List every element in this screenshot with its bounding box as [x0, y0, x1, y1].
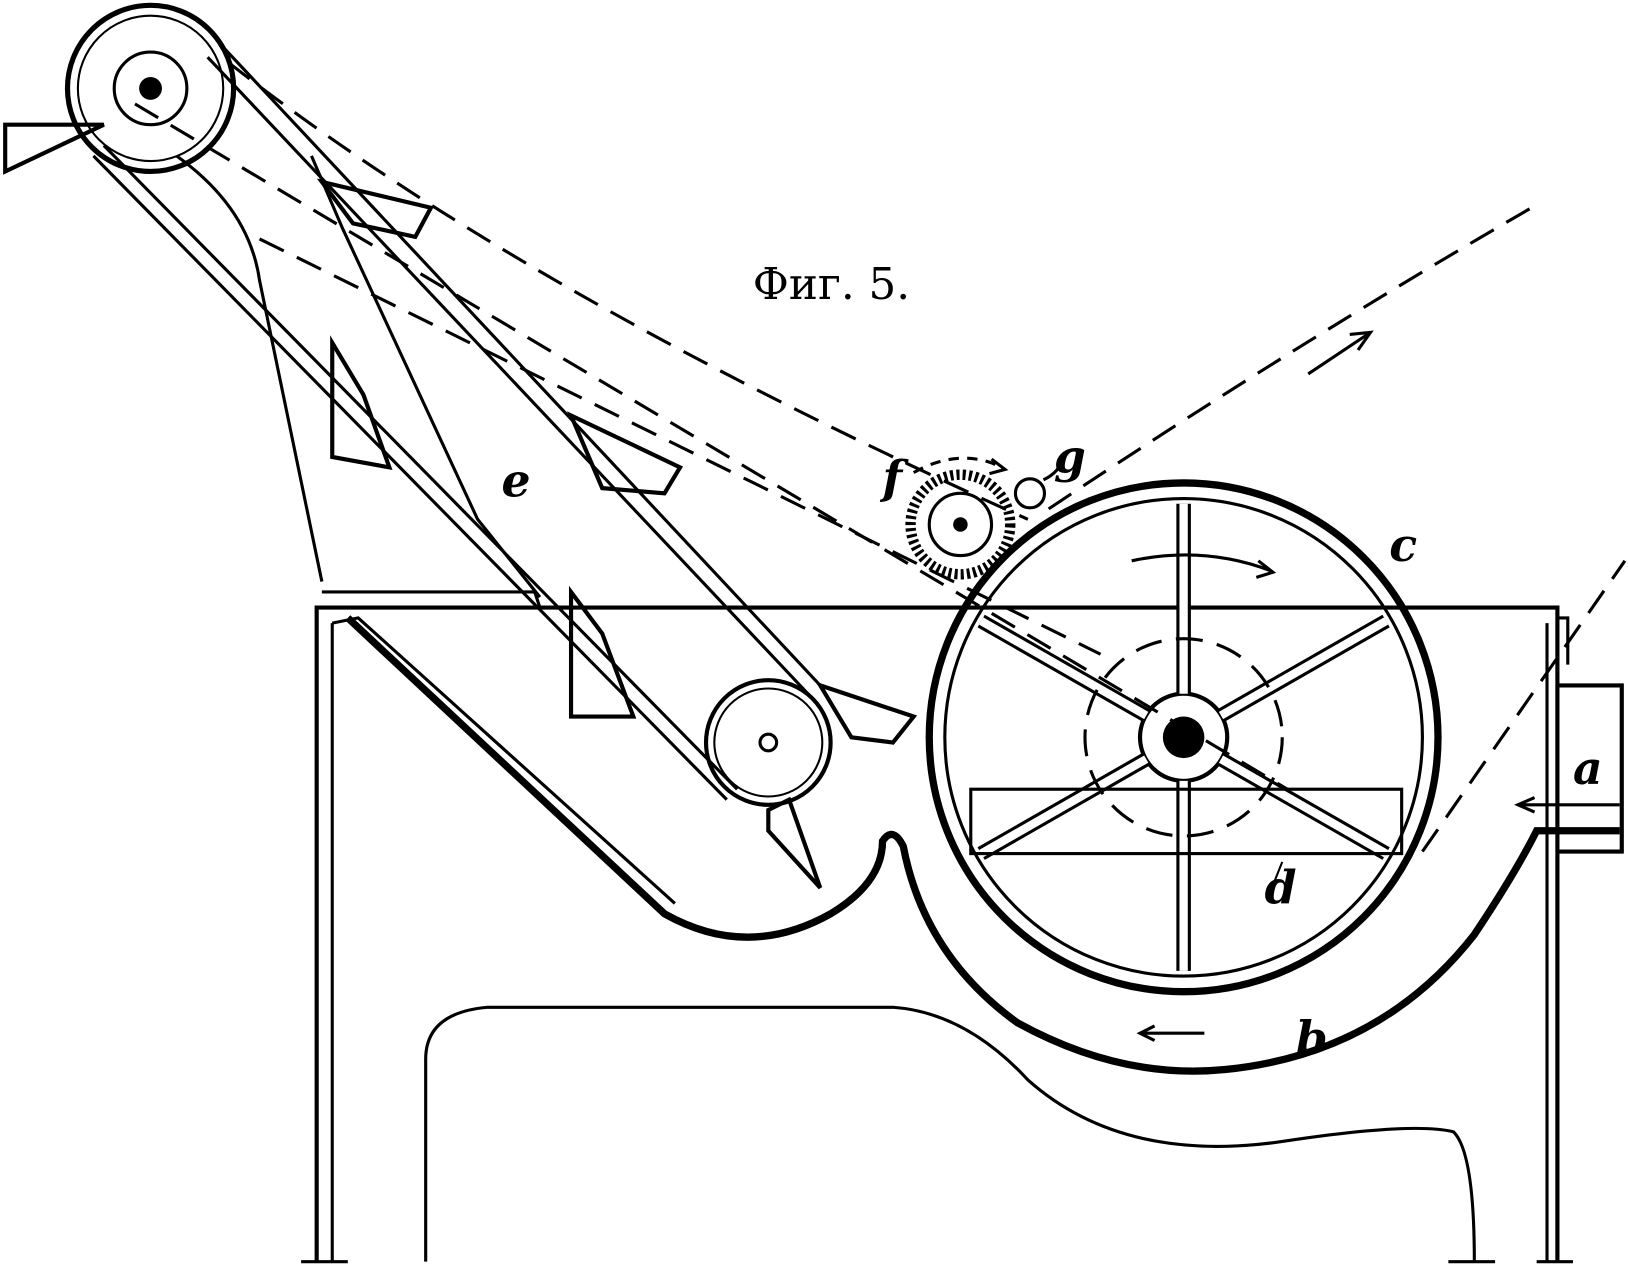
label-a: a [1573, 741, 1603, 795]
label-c: c [1389, 518, 1417, 572]
machine-frame [301, 590, 1573, 1264]
figure-title: Фиг. 5. [753, 260, 910, 310]
brush-f [905, 456, 1016, 580]
lower-pulley [703, 678, 833, 807]
elevator-belt-e [92, 40, 918, 890]
roller-g [1013, 477, 1047, 510]
label-g: g [1054, 430, 1086, 484]
label-b: b [1296, 1011, 1328, 1065]
casing [345, 615, 1620, 1075]
drum-wheel-c [925, 479, 1442, 1042]
base-arch [424, 1005, 1476, 1262]
air-flow-lines [134, 61, 1627, 853]
label-e: e [501, 453, 530, 507]
label-f: f [880, 450, 910, 504]
inlet-box [1557, 683, 1624, 854]
top-pulley [3, 2, 237, 175]
label-d: d [1265, 860, 1297, 914]
arrow-a [1514, 796, 1620, 814]
